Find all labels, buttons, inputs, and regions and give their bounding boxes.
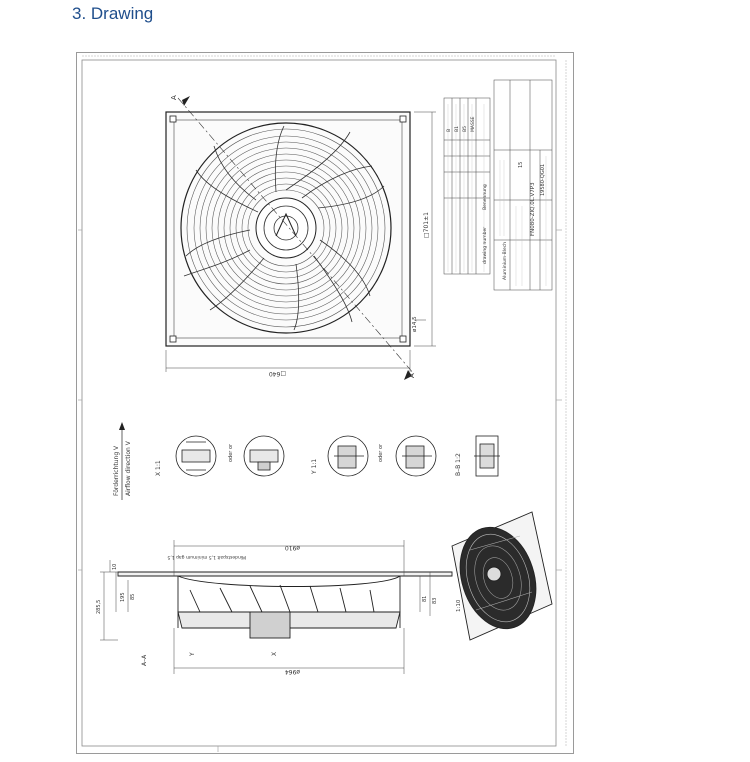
dim-h-285: 285,5 [96,600,102,614]
section-label-top: A [170,95,178,100]
tb-col-b1: B1 [454,126,460,132]
tb-product: FN080-ZIQ.0L.V7P3 [530,182,536,236]
drawing-sheet [76,52,574,754]
tb-doc-no: 19580-QG01 [540,164,546,196]
frame-ticks [78,229,562,752]
title-block [443,79,553,291]
dim-width-side: □701±1 [423,212,430,238]
dim-dia-910: ø910 [285,544,300,551]
section-aa-label: A–A [141,654,148,666]
detail-bb-label: B–B 1:2 [455,453,462,476]
iso-scale: 1:10 [456,599,462,612]
tb-col-mass: MASSE [470,116,476,132]
section-heading: 3. Drawing [72,4,154,23]
dim-dia-964: ø964 [285,668,300,675]
section-label-bottom: A [408,373,416,378]
tb-designation: Benennung [482,184,488,210]
fan-front-view: A A [165,95,416,380]
detail-x-oder: oder or [228,443,234,462]
dim-h-83: 83 [432,598,438,604]
detail-x [175,435,285,477]
tb-col-b: B [446,129,452,132]
detail-y [327,435,437,477]
dim-h-81: 81 [422,596,428,602]
side-section-view [117,571,453,639]
tb-material: Aluminium-Blech [502,242,508,280]
flow-label-en: Airflow direction V [125,440,132,496]
side-view-dims [100,540,431,674]
mark-x: X [271,652,278,656]
inner-frame [81,59,557,747]
guard-grill [193,135,379,321]
dim-h-85: 85 [130,594,136,600]
flow-label-de: Förderrichtung V [113,445,120,496]
dim-width-top: □640 [269,370,286,377]
detail-x-label: X 1:1 [155,460,162,476]
tb-col-b5: B5 [462,126,468,132]
dim-h-195: 195 [120,592,126,602]
fan-blades [183,125,385,331]
dim-min-gap: Mindestspalt 1,5 minimum gap 1,5 [167,554,246,560]
detail-y-oder: oder or [378,443,384,462]
detail-y-label: Y 1:1 [311,459,318,475]
tb-drawing-number: drawing number [482,227,488,264]
dim-hole: ø14,5 [412,316,418,332]
isometric-fan-view [451,511,553,641]
footer-fragment [72,752,192,762]
dim-h-10: 10 [112,564,118,570]
front-view-dims [165,111,436,372]
tb-scale: 15 [518,162,524,168]
mark-y: Y [189,652,196,657]
detail-bb [474,435,500,477]
